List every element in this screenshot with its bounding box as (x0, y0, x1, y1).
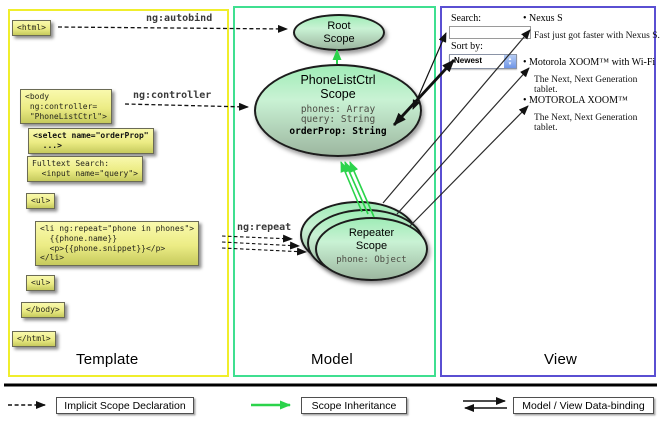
code-html-close: </html> (12, 331, 56, 347)
legend-implicit-scope: Implicit Scope Declaration (56, 397, 194, 414)
code-body-open: <body ng:controller= "PhoneListCtrl"> (20, 89, 112, 125)
code-li-repeat: <li ng:repeat="phone in phones"> {{phone… (35, 221, 200, 266)
legend-model-view-binding: Model / View Data-binding (513, 397, 654, 414)
search-input[interactable] (449, 26, 531, 39)
template-panel-label: Template (76, 351, 139, 368)
code-body-close: </body> (21, 302, 65, 318)
search-label: Search: (451, 13, 481, 24)
list-item-snippet: Fast just got faster with Nexus S. (534, 31, 660, 41)
code-fulltext-search: Fulltext Search: <input name="query"> (27, 156, 143, 182)
root-scope-title: Root Scope (323, 19, 355, 45)
prop-phones: phones: Array (300, 103, 376, 115)
code-ul-open: <ul> (26, 193, 56, 209)
model-panel-label: Model (311, 351, 353, 368)
sort-dropdown-value: Newest (454, 56, 483, 65)
annotation-ng-autobind: ng:autobind (146, 13, 213, 24)
annotation-ng-controller: ng:controller (133, 90, 212, 101)
list-item-snippet: The Next, Next Generation tablet. (534, 75, 638, 95)
prop-orderprop: orderProp: String (289, 126, 387, 137)
phonelistctrl-scope-title: PhoneListCtrl Scope (300, 73, 376, 102)
model-panel (233, 6, 436, 377)
dropdown-stepper-icon[interactable]: ▲▼ (504, 55, 516, 68)
annotation-ng-repeat: ng:repeat (237, 222, 292, 233)
prop-query: query: String (300, 114, 376, 126)
repeater-scope-title: Repeater Scope (348, 227, 395, 252)
root-scope-ellipse: Root Scope (293, 14, 385, 51)
list-item-name: Nexus S (523, 13, 563, 24)
legend-scope-inheritance: Scope Inheritance (301, 397, 407, 414)
list-item-snippet: The Next, Next Generation tablet. (534, 113, 638, 133)
code-select: <select name="orderProp" ...> (28, 128, 154, 154)
prop-phone: phone: Object (336, 255, 407, 266)
sort-label: Sort by: (451, 41, 483, 52)
list-item-name: MOTOROLA XOOM™ (523, 95, 628, 106)
view-panel-label: View (544, 351, 578, 368)
sort-dropdown[interactable]: Newest ▲▼ (449, 54, 517, 69)
phonelistctrl-scope-ellipse: PhoneListCtrl Scope phones: Array query:… (254, 64, 422, 157)
code-html-open: <html> (12, 20, 51, 36)
code-ul-close: <ul> (26, 275, 56, 291)
list-item-name: Motorola XOOM™ with Wi-Fi (523, 57, 655, 68)
repeater-scope-ellipse: Repeater Scope phone: Object (315, 217, 428, 281)
